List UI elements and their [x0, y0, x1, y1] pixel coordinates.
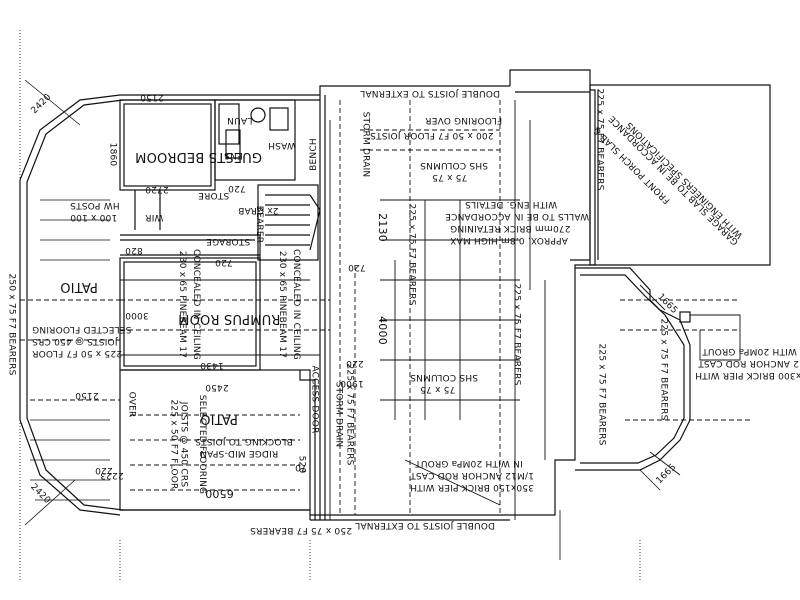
- lintel-2-line-2: CONCEALED IN CEILING: [290, 249, 301, 360]
- dim-2223: 2223: [100, 470, 124, 480]
- ens-label: ENS: [224, 150, 243, 160]
- dim-820: 820: [125, 245, 143, 255]
- stair-walls: [257, 184, 319, 261]
- pier-right-line-1: 300x300 BRICK PIER WITH: [695, 370, 800, 380]
- dim-2150-b: 2150: [75, 390, 99, 400]
- floor-joists-line-2: JOISTS @ 450 CRS: [178, 401, 189, 488]
- floor-joists-label: 200 x 50 F7 FLOOR JOISTS: [370, 130, 494, 140]
- dim-720-c: 720: [348, 262, 366, 272]
- dim-720-b: 720: [215, 257, 233, 267]
- dim-2450: 2450: [205, 382, 229, 392]
- dim-2150-a: 2150: [140, 92, 164, 102]
- bearer-vertical-1: 225 x 75 F7 BEARERS: [406, 203, 417, 306]
- dim-2720: 2720: [145, 184, 169, 194]
- bench-label: BENCH: [308, 138, 319, 171]
- dim-1860: 1860: [107, 142, 118, 167]
- wir-label: WIR: [145, 212, 164, 222]
- left-bay-wall: [19, 94, 121, 516]
- shs-top-dim: 75 x 75: [432, 172, 468, 182]
- shs-top-label: SHS COLUMNS: [420, 160, 488, 170]
- retaining-line-2: 270mm BRICK RETAINING: [450, 223, 571, 233]
- pier-mid-line-3: IN WITH 20MPa GROUT: [415, 458, 523, 468]
- floor-joists-line-4: OVER: [126, 391, 137, 418]
- lintel-1-line-1: 230 x 65 PINEBEAM 17: [177, 250, 188, 359]
- storm-drain-mid-label: STORM DRAIN: [333, 381, 344, 448]
- store-label: STORE: [198, 190, 230, 200]
- blocking-line-1: RIDGE MID-SPAN: [200, 448, 279, 458]
- guests-bedroom-label: GUESTS BEDROOM: [135, 149, 263, 164]
- floor-left-line-3: SELECTED FLOORING: [32, 324, 132, 334]
- bearer-left-label: 250 x 75 F7 BEARERS: [6, 273, 17, 376]
- dim-6500: 6500: [205, 487, 234, 500]
- hw-posts-line-1: 100 x 100: [70, 212, 118, 222]
- bearer-top-right-label: 225 x 75 F7 BEARERS: [594, 88, 605, 191]
- lintel-2-line-1: 230 x 65 PINEBEAM 17: [277, 250, 288, 359]
- bearer-octagon-label: 225 x 75 F7 BEARERS: [658, 318, 669, 421]
- guests-bedroom-walls: [119, 99, 216, 191]
- pier-mid-line-1: 350x150 BRICK PIER WITH: [410, 482, 534, 492]
- dim-1430: 1430: [200, 360, 224, 370]
- dim-720-a: 720: [228, 183, 246, 193]
- bearer-bottom-label: 250 x 75 F7 BEARERS: [250, 525, 353, 535]
- blocking-line-2: BLOCKING TO JOISTS: [195, 436, 293, 446]
- top-wall: [120, 85, 510, 96]
- ensuite-walls: [214, 99, 296, 181]
- floor-joists-line-1: 225 x 50 F7 FLOOR: [168, 399, 179, 490]
- pier-right-line-2: 1/M12 ANCHOR ROD CAST: [698, 358, 800, 368]
- dim-4000: 4000: [375, 316, 389, 345]
- flooring-over-label: FLOORING OVER: [425, 115, 503, 125]
- right-wall: [509, 69, 596, 516]
- dim-220-a: 220: [346, 358, 364, 368]
- dim-3000: 3000: [125, 310, 149, 320]
- dim-1900: 1900: [340, 378, 364, 388]
- bearer-right-label: 225 x 75 F7 BEARERS: [596, 343, 607, 446]
- shs-mid-label: SHS COLUMNS: [410, 372, 478, 382]
- retaining-line-4: WITH ENG. DETAILS: [465, 199, 558, 209]
- bottom-joists-label: DOUBLE JOISTS TO EXTERNAL: [355, 520, 495, 530]
- laun-label: LAUN: [227, 115, 253, 125]
- bearer-small-label: BEARER: [254, 205, 265, 244]
- access-door-label: ACCESS DOOR: [309, 365, 320, 434]
- dim-70: 70: [295, 462, 307, 472]
- pier-mid-line-2: 1/M12 ANCHOR ROD CAST: [410, 470, 534, 480]
- floor-left-line-1: 225 x 50 F7 FLOOR: [32, 348, 122, 358]
- shs-mid-dim: 75 x 75: [420, 384, 456, 394]
- patio-left-label: PATIO: [60, 279, 98, 294]
- floor-left-line-2: JOISTS @ 450 CRS: [32, 336, 118, 346]
- retaining-line-3: WALLS TO BE IN ACCORDANCE: [445, 211, 590, 221]
- right-deck-wall: [575, 267, 691, 471]
- retaining-line-1: APPROX. 0.8m HIGH MAX: [450, 235, 568, 245]
- bearer-vertical-2: 225 x 75 F7 BEARERS: [511, 283, 522, 386]
- storm-drain-top-label: STORM DRAIN: [360, 111, 371, 178]
- top-joists-label: DOUBLE JOISTS TO EXTERNAL: [360, 88, 500, 98]
- hw-posts-line-2: HW POSTS: [70, 200, 120, 210]
- wash-label: WASH: [268, 140, 296, 150]
- storage-label: STORAGE: [206, 236, 251, 246]
- dim-2130: 2130: [375, 213, 389, 242]
- pier-right-line-3: IN WITH 20MPa GROUT: [702, 346, 800, 356]
- garage-slab: [589, 84, 771, 266]
- lintel-1-line-2: CONCEALED IN CEILING: [190, 249, 201, 360]
